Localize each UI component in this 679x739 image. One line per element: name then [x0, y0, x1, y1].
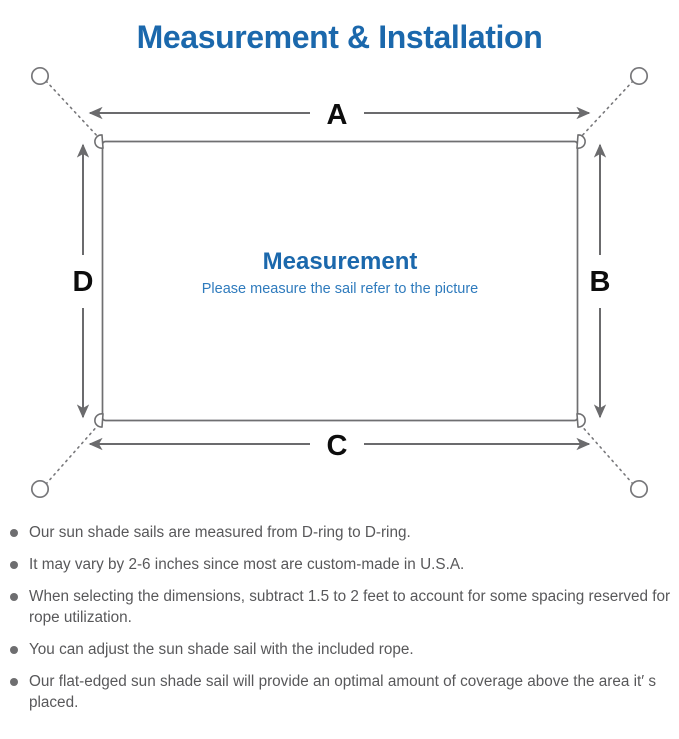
rope-top-left [45, 80, 101, 140]
notes-list: Our sun shade sails are measured from D-… [0, 522, 679, 724]
rope-lines [45, 80, 634, 485]
dim-a: A [88, 99, 591, 131]
diagram-canvas: A C D B Measurement Please measure the s… [30, 66, 649, 499]
list-item-text: When selecting the dimensions, subtract … [29, 588, 671, 626]
dim-d: D [73, 143, 94, 419]
d-ring-top-right-icon [576, 134, 586, 149]
dim-c: C [88, 430, 591, 462]
list-item-text: Our flat-edged sun shade sail will provi… [29, 673, 657, 711]
page-title: Measurement & Installation [136, 19, 543, 56]
dim-c-label: C [327, 430, 348, 462]
bullet-icon [10, 646, 18, 654]
bullet-icon [10, 529, 18, 537]
anchor-top-right-icon [629, 66, 649, 86]
d-ring-bottom-right-icon [576, 413, 586, 428]
measurement-diagram: A C D B Measurement Please measure the s… [0, 40, 679, 510]
bullet-icon [10, 593, 18, 601]
list-item: It may vary by 2-6 inches since most are… [0, 554, 679, 575]
list-item-text: It may vary by 2-6 inches since most are… [29, 556, 465, 573]
d-rings [94, 134, 586, 428]
anchor-bottom-left-icon [30, 479, 50, 499]
list-item-text: You can adjust the sun shade sail with t… [29, 641, 414, 658]
dim-b: B [590, 143, 611, 419]
anchor-top-left-icon [30, 66, 50, 86]
bullet-icon [10, 678, 18, 686]
list-item: Our sun shade sails are measured from D-… [0, 522, 679, 543]
list-item: Our flat-edged sun shade sail will provi… [0, 671, 679, 713]
rope-top-right [578, 80, 634, 140]
list-item-text: Our sun shade sails are measured from D-… [29, 524, 411, 541]
rope-bottom-right [578, 422, 634, 485]
dim-a-label: A [327, 99, 348, 131]
list-item: You can adjust the sun shade sail with t… [0, 639, 679, 660]
bullet-icon [10, 561, 18, 569]
sail-center-subtitle: Please measure the sail refer to the pic… [202, 281, 478, 297]
anchor-bottom-right-icon [629, 479, 649, 499]
anchor-posts [30, 66, 649, 499]
shade-sail-body [101, 140, 579, 422]
sail-center-title: Measurement [263, 248, 418, 275]
list-item: When selecting the dimensions, subtract … [0, 586, 679, 628]
d-ring-top-left-icon [94, 134, 104, 149]
d-ring-bottom-left-icon [94, 413, 104, 428]
rope-bottom-left [45, 422, 101, 485]
dim-b-label: B [590, 266, 611, 298]
dim-d-label: D [73, 266, 94, 298]
